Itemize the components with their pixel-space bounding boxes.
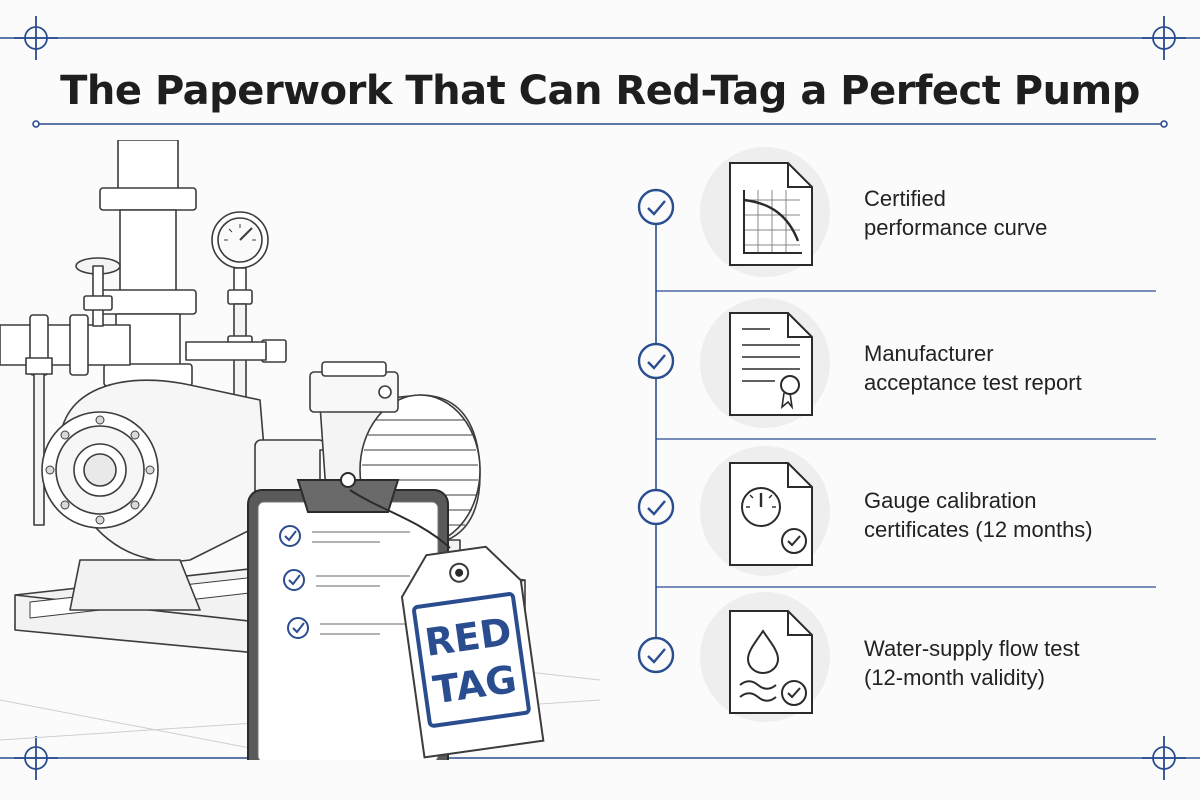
doc-label-1: Certified performance curve <box>864 184 1047 242</box>
doc-label-3-line-2: certificates (12 months) <box>864 517 1093 542</box>
doc-label-3: Gauge calibration certificates (12 month… <box>864 486 1093 544</box>
horizontal-pipe <box>0 314 131 526</box>
valve-handwheel <box>75 257 121 327</box>
performance-curve-document-icon <box>729 162 813 266</box>
document-checklist <box>637 147 1156 722</box>
clipboard-check-1 <box>279 525 301 547</box>
clipboard-check-3 <box>287 617 309 639</box>
check-icon <box>637 636 675 674</box>
certificate-document-icon <box>729 312 813 416</box>
doc-label-1-line-2: performance curve <box>864 215 1048 240</box>
corner-crosshair-tr <box>1142 16 1186 60</box>
water-drop-document-icon <box>729 610 813 714</box>
clipboard-check-2 <box>283 569 305 591</box>
red-tag: RED TAG <box>349 489 545 759</box>
checklist-item-gauge-calibration <box>637 446 830 576</box>
doc-label-4-line-1: Water-supply flow test <box>864 636 1080 661</box>
checklist-item-performance-curve <box>637 147 830 277</box>
corner-crosshair-tl <box>14 16 58 60</box>
page-title: The Paperwork That Can Red-Tag a Perfect… <box>60 68 1140 114</box>
checklist-item-flow-test <box>637 592 830 722</box>
corner-crosshair-bl <box>14 736 58 780</box>
doc-label-1-line-1: Certified <box>864 186 946 211</box>
doc-label-3-line-1: Gauge calibration <box>864 488 1037 513</box>
checklist-item-acceptance-test <box>637 298 830 428</box>
doc-label-4: Water-supply flow test (12-month validit… <box>864 634 1080 692</box>
doc-label-2-line-1: Manufacturer <box>864 341 994 366</box>
pump-illustration: RED TAG <box>0 140 600 760</box>
corner-crosshair-br <box>1142 736 1186 780</box>
doc-label-2-line-2: acceptance test report <box>864 370 1082 395</box>
check-icon <box>637 188 675 226</box>
doc-label-4-line-2: (12-month validity) <box>864 665 1045 690</box>
check-icon <box>637 488 675 526</box>
gauge-document-icon <box>729 462 813 566</box>
doc-label-2: Manufacturer acceptance test report <box>864 339 1082 397</box>
pump-casing <box>41 379 271 611</box>
check-icon <box>637 342 675 380</box>
